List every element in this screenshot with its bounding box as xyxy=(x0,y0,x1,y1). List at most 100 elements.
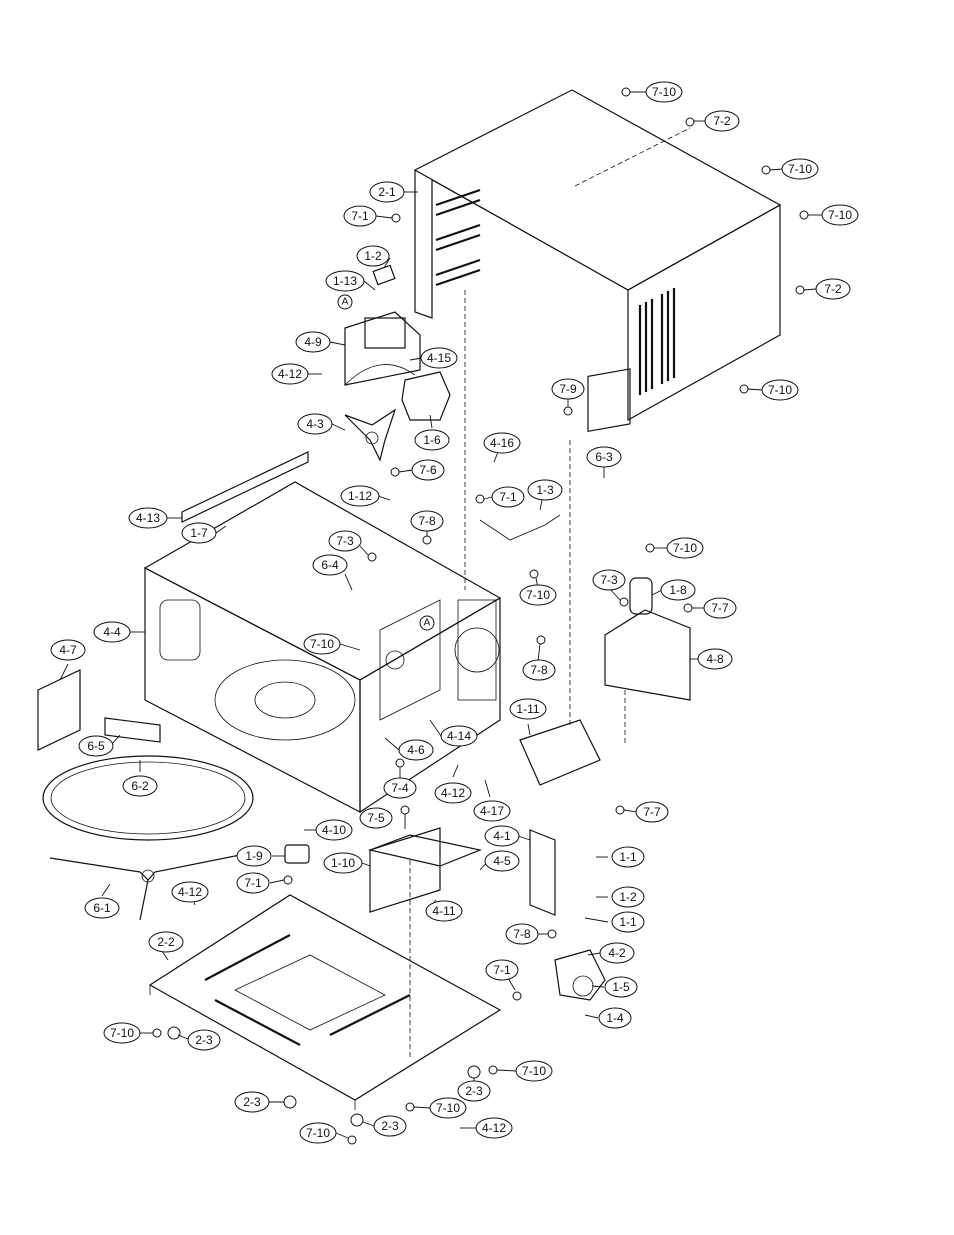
svg-text:7-2: 7-2 xyxy=(824,282,842,296)
svg-text:1-10: 1-10 xyxy=(331,856,355,870)
svg-text:2-3: 2-3 xyxy=(195,1033,213,1047)
svg-text:6-1: 6-1 xyxy=(93,901,111,915)
bar-gasket xyxy=(372,264,396,286)
air-duct-bracket xyxy=(364,317,406,349)
svg-text:4-6: 4-6 xyxy=(407,743,425,757)
callout-6-4: 6-4 xyxy=(312,554,348,576)
wire-harness xyxy=(479,514,561,541)
svg-text:7-1: 7-1 xyxy=(244,876,262,890)
callout-4-14: 4-14 xyxy=(440,725,478,747)
capacitor-bracket xyxy=(604,609,691,701)
callout-1-5: 1-5 xyxy=(604,976,638,998)
callout-6-2: 6-2 xyxy=(122,775,158,797)
callout-7-2: 7-2 xyxy=(704,110,740,132)
callout-2-3: 2-3 xyxy=(234,1091,270,1113)
callout-4-8: 4-8 xyxy=(697,648,733,670)
side-cover-plate xyxy=(37,669,81,751)
callout-4-10: 4-10 xyxy=(315,819,353,841)
svg-text:7-10: 7-10 xyxy=(436,1101,460,1115)
svg-text:7-7: 7-7 xyxy=(711,601,729,615)
callout-7-3: 7-3 xyxy=(592,569,626,591)
svg-text:4-12: 4-12 xyxy=(278,367,302,381)
callout-4-12: 4-12 xyxy=(271,363,309,385)
callout-6-3: 6-3 xyxy=(586,446,622,468)
magnetron xyxy=(554,949,606,1001)
svg-text:1-4: 1-4 xyxy=(606,1011,624,1025)
callout-7-10: 7-10 xyxy=(515,1060,553,1082)
svg-text:1-1: 1-1 xyxy=(619,915,637,929)
callout-1-12: 1-12 xyxy=(340,485,380,507)
callout-4-15: 4-15 xyxy=(420,347,458,369)
svg-text:6-4: 6-4 xyxy=(321,558,339,572)
callout-7-1: 7-1 xyxy=(491,486,525,508)
svg-text:2-3: 2-3 xyxy=(381,1119,399,1133)
svg-text:4-16: 4-16 xyxy=(490,436,514,450)
callout-7-8: 7-8 xyxy=(410,510,444,532)
svg-text:4-4: 4-4 xyxy=(103,625,121,639)
svg-text:7-9: 7-9 xyxy=(559,382,577,396)
svg-text:4-14: 4-14 xyxy=(447,729,471,743)
callout-4-16: 4-16 xyxy=(483,432,521,454)
svg-text:1-2: 1-2 xyxy=(619,890,637,904)
callout-4-4: 4-4 xyxy=(93,621,131,643)
callout-4-2: 4-2 xyxy=(599,942,635,964)
svg-text:6-2: 6-2 xyxy=(131,779,149,793)
svg-text:7-10: 7-10 xyxy=(652,85,676,99)
svg-text:1-11: 1-11 xyxy=(516,702,539,716)
callout-4-12: 4-12 xyxy=(434,782,472,804)
callout-7-7: 7-7 xyxy=(635,801,669,823)
svg-text:7-10: 7-10 xyxy=(522,1064,546,1078)
callout-2-2: 2-2 xyxy=(148,931,184,953)
wave-guide-cover xyxy=(104,717,161,743)
callout-7-10: 7-10 xyxy=(299,1122,337,1144)
svg-text:1-5: 1-5 xyxy=(612,980,630,994)
svg-text:7-3: 7-3 xyxy=(336,534,354,548)
callout-2-1: 2-1 xyxy=(369,181,405,203)
callout-1-11: 1-11 xyxy=(509,698,547,720)
svg-text:1-12: 1-12 xyxy=(348,489,372,503)
callout-2-3: 2-3 xyxy=(457,1080,491,1102)
callout-1-9: 1-9 xyxy=(236,845,272,867)
callout-7-3: 7-3 xyxy=(328,530,362,552)
callout-1-7: 1-7 xyxy=(181,522,217,544)
svg-text:7-10: 7-10 xyxy=(788,162,812,176)
svg-text:1-2: 1-2 xyxy=(364,249,382,263)
svg-text:1-6: 1-6 xyxy=(423,433,441,447)
svg-text:7-10: 7-10 xyxy=(673,541,697,555)
outer-cabinet xyxy=(413,89,782,422)
svg-text:4-12: 4-12 xyxy=(178,885,202,899)
svg-text:7-7: 7-7 xyxy=(643,805,661,819)
high-voltage-transformer xyxy=(367,827,483,913)
fan-duct xyxy=(344,311,421,386)
callout-7-10: 7-10 xyxy=(821,204,859,226)
callout-4-6: 4-6 xyxy=(398,739,434,761)
callout-4-9: 4-9 xyxy=(295,331,331,353)
svg-text:1-8: 1-8 xyxy=(669,583,687,597)
svg-text:4-11: 4-11 xyxy=(432,904,455,918)
oven-cavity xyxy=(143,481,502,814)
svg-text:1-7: 1-7 xyxy=(190,526,208,540)
svg-text:4-12: 4-12 xyxy=(441,786,465,800)
svg-text:7-6: 7-6 xyxy=(419,463,437,477)
fan-motor xyxy=(401,371,451,421)
callout-4-17: 4-17 xyxy=(473,800,511,822)
svg-text:4-10: 4-10 xyxy=(322,823,346,837)
svg-text:A: A xyxy=(342,297,349,308)
callout-1-2: 1-2 xyxy=(611,886,645,908)
svg-text:4-8: 4-8 xyxy=(706,652,724,666)
svg-text:7-10: 7-10 xyxy=(110,1026,134,1040)
reference-mark-a-side: A xyxy=(419,615,435,631)
base-vents xyxy=(204,934,411,1046)
cabinet-back-vents xyxy=(435,188,481,287)
reference-mark-a-top: A xyxy=(337,294,353,310)
svg-text:1-3: 1-3 xyxy=(536,483,554,497)
filter-sheet xyxy=(587,368,631,433)
high-voltage-capacitor xyxy=(519,719,601,786)
svg-text:4-1: 4-1 xyxy=(493,829,511,843)
callout-4-3: 4-3 xyxy=(297,413,333,435)
callout-7-1: 7-1 xyxy=(485,959,519,981)
callout-4-1: 4-1 xyxy=(484,825,520,847)
svg-text:2-2: 2-2 xyxy=(157,935,175,949)
callout-1-10: 1-10 xyxy=(323,852,363,874)
